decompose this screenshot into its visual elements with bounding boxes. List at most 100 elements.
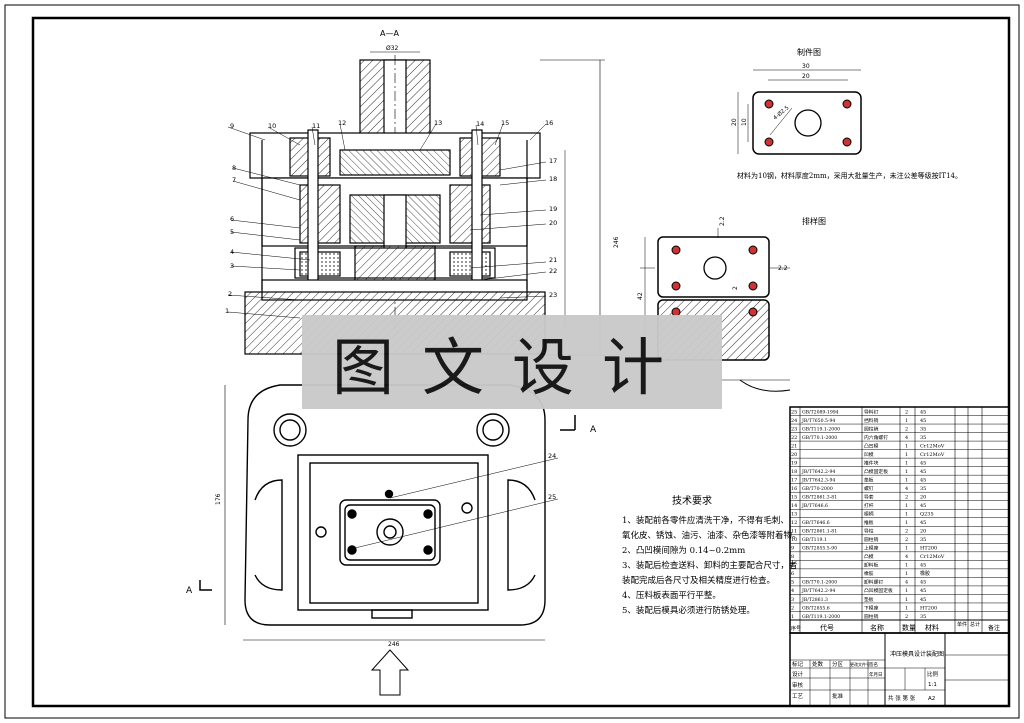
bom-cell-no: 2 [791,605,794,611]
part-number-16: 16 [545,119,553,127]
bom-cell-name: 打杆 [864,502,874,509]
bom-cell-name: 垫板 [864,596,874,603]
bom-cell-qty: 1 [905,563,908,569]
bom-cell-qty: 1 [905,512,908,518]
bom-cell-mat: 橡胶 [920,570,930,577]
bom-header-qty: 数量 [902,623,916,632]
bom-cell-mat: 35 [920,426,926,432]
bom-table [789,406,1010,634]
role-design: 设计 [792,670,804,678]
bom-cell-code: GB/T7646.6 [802,520,830,526]
bom-cell-no: 21 [791,443,797,449]
top-diameter-dim: Ø32 [386,45,399,52]
bom-cell-name: 卸料螺钉 [864,579,883,586]
part-number-1: 1 [225,307,229,315]
bom-cell-no: 6 [791,571,794,577]
bom-cell-qty: 2 [905,537,908,543]
paper-size: A2 [928,696,935,702]
bom-cell-code: GB/T119.1-2000 [802,426,840,432]
bom-cell-name: 模柄 [864,511,874,518]
bom-cell-mat: Cr12MoV [920,554,945,560]
bom-cell-no: 9 [791,546,794,552]
part-number-7: 7 [232,176,236,184]
bom-cell-mat: 45 [920,580,926,586]
tech-req-line-7: 5、装配后模具必须进行防锈处理。 [622,605,755,616]
tech-requirements: 技术要求 1、装配前各零件应清洗干净，不得有毛刺、 氧化皮、锈蚀、油污、油漆、杂… [622,494,801,616]
section-label-left: A [186,586,193,596]
bom-cell-mat: HT200 [920,605,937,611]
bom-cell-mat: 45 [920,460,926,466]
bom-cell-code: GB/T2861.1-81 [802,529,837,535]
row-label-date: 年月日 [869,671,883,678]
bom-cell-name: 卸料板 [864,562,879,569]
front-section-view [244,51,605,356]
bom-cell-no: 4 [791,588,794,594]
bom-cell-mat: 35 [920,486,926,492]
bom-cell-code: JB/T7642.3-94 [801,477,835,483]
bom-cell-mat: 45 [920,520,926,526]
section-label-right: A [590,425,597,435]
bom-header-unit: 单件 [957,621,967,628]
bom-cell-no: 20 [791,452,797,458]
bom-cell-name: 凸凹模 [864,442,879,449]
part-number-5: 5 [230,228,234,236]
part-number-10: 10 [268,122,276,130]
bom-cell-qty: 4 [905,580,908,586]
bom-cell-qty: 2 [905,426,908,432]
part-number-20: 20 [549,219,557,227]
material-note: 材料为10钢，材料厚度2mm，采用大批量生产，未注公差等级按IT14。 [737,171,962,180]
bom-cell-no: 12 [791,520,797,526]
bom-cell-name: 圆柱销 [864,613,879,620]
part-number-11: 11 [312,122,320,130]
section-label-top: A—A [380,29,399,38]
bom-cell-no: 14 [791,503,797,509]
part-number-19: 19 [549,205,557,213]
bom-cell-qty: 1 [905,418,908,424]
bom-cell-mat: Cr12MoV [920,452,945,458]
part-width-outer: 30 [802,63,810,70]
bom-cell-no: 18 [791,469,797,475]
bom-cell-qty: 1 [905,469,908,475]
bom-cell-code: GB/T2855.6 [802,605,830,611]
part-height-outer: 20 [731,118,738,126]
part-number-15: 15 [501,119,509,127]
bom-cell-no: 17 [791,477,797,483]
bom-cell-name: 下模座 [864,604,879,611]
part-number-21: 21 [549,256,557,264]
bom-cell-no: 13 [791,512,797,518]
row-label-zone: 分区 [832,660,844,668]
tech-req-line-5: 装配完成后各尺寸及相关精度进行检查。 [622,575,775,586]
bom-cell-no: 23 [791,426,797,432]
bom-cell-name: 垫板 [864,476,874,483]
bom-cell-mat: 45 [920,469,926,475]
part-number-6: 6 [230,215,234,223]
layout-gap-right: 2.2 [778,265,788,272]
scale-label: 比例 [927,670,939,678]
part-number-14: 14 [476,120,484,128]
bom-cell-qty: 4 [905,486,908,492]
bom-cell-qty: 1 [905,460,908,466]
bom-cell-name: 导柱 [864,528,874,535]
part-width-inner: 20 [802,73,810,80]
bom-cell-code: JB/T7646.6 [801,503,828,509]
bom-cell-name: 推板 [864,519,874,526]
bom-cell-code: GB/T2861.3-81 [802,495,837,501]
bom-header-no: 序号 [791,625,801,632]
bom-cell-code: GB/T70.1-2000 [802,435,837,441]
bom-cell-name: 挡料销 [864,417,879,424]
part-number-2: 2 [228,290,232,298]
bom-cell-no: 7 [791,563,794,569]
bom-cell-mat: HT200 [920,546,937,552]
bom-cell-no: 15 [791,495,797,501]
part-number-12: 12 [338,119,346,127]
bom-cell-code: JB/T2861.3 [801,597,828,603]
part-view-title: 制件图 [797,47,821,57]
bom-cell-name: 凸模固定板 [864,468,888,475]
layout-gap-top: 2.2 [719,216,726,226]
bom-header-mat: 材料 [925,623,939,632]
bom-cell-code: GB/T119.1-2000 [802,614,840,620]
bom-cell-name: 推件块 [864,459,879,466]
bom-cell-qty: 1 [905,520,908,526]
bom-cell-qty: 2 [905,529,908,535]
bom-cell-code: GB/T70-2000 [802,486,833,492]
